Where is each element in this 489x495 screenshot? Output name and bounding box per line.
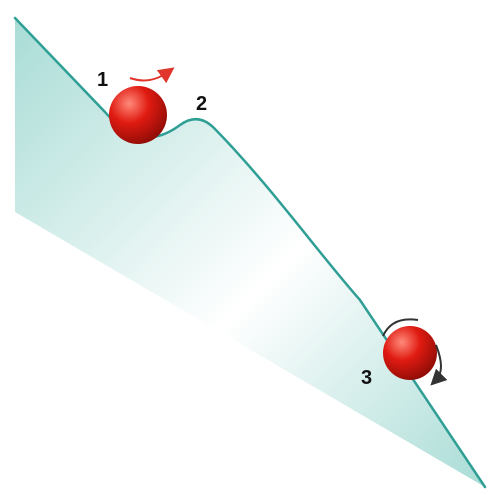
curved-arrow-right-icon xyxy=(129,67,175,84)
label-point-3: 3 xyxy=(361,367,372,389)
ball-3 xyxy=(383,326,437,380)
label-point-1: 1 xyxy=(97,69,108,91)
label-point-2: 2 xyxy=(196,93,207,115)
rotation-arrow-icon xyxy=(382,318,419,337)
slope-surface xyxy=(15,18,485,487)
ball-1 xyxy=(109,86,167,144)
rotation-arrow-icon xyxy=(430,344,448,386)
